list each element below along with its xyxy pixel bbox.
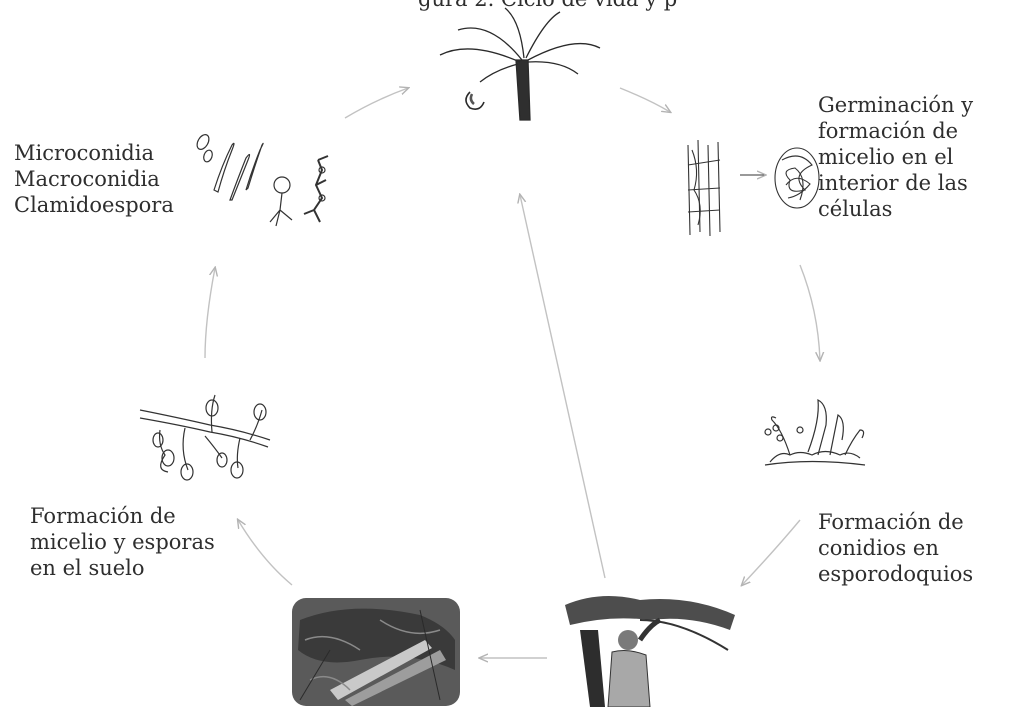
diseased-plant-photo-icon	[563, 596, 735, 707]
mycelium-spores-icon	[140, 395, 270, 480]
spore-types-icon	[195, 133, 328, 226]
banana-plant-icon	[440, 8, 600, 120]
cycle-arrows	[205, 88, 820, 658]
arrow-conidia-to-diseased	[742, 520, 800, 585]
arrow-soil-to-mycelium	[238, 520, 292, 585]
infected-cells-icon	[688, 140, 819, 236]
arrow-spores-to-plant	[345, 88, 408, 118]
sporodochia-icon	[765, 400, 865, 465]
arrow-diseased-to-plant	[520, 195, 605, 578]
arrow-plant-to-germination	[620, 88, 670, 112]
arrow-mycelium-to-spores	[205, 268, 215, 358]
infested-soil-photo-icon	[292, 598, 460, 706]
arrow-germination-to-conidia	[800, 265, 820, 360]
